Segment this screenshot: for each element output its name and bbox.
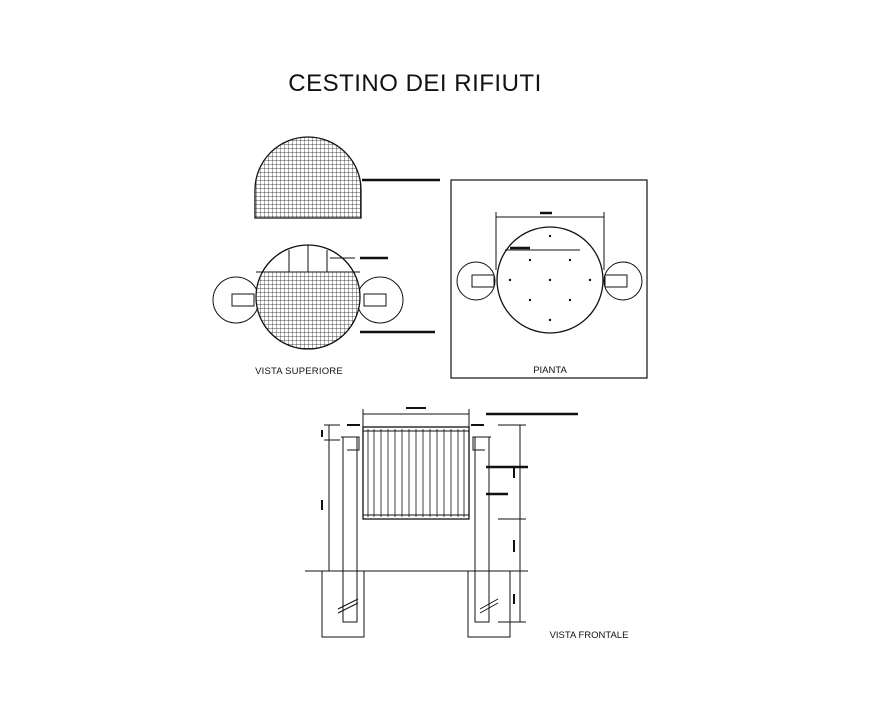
front-view [305,407,578,638]
basket-body [362,426,470,520]
front-view-caption: VISTA FRONTALE [550,630,629,641]
right-bracket [363,293,387,307]
plan-left-post [456,261,496,301]
top-view-upper [254,136,440,219]
right-post [474,436,490,623]
plan-right-post [603,261,643,301]
plan-view [450,179,648,379]
left-post [342,436,358,623]
plan-frame [450,179,648,379]
plan-view-caption: PIANTA [533,365,567,376]
drawing-title: CESTINO DEI RIFIUTI [288,70,542,97]
left-post-circle [212,276,260,324]
top-view-caption: VISTA SUPERIORE [255,366,343,377]
top-view-lower [212,244,435,350]
left-bracket [231,293,255,307]
